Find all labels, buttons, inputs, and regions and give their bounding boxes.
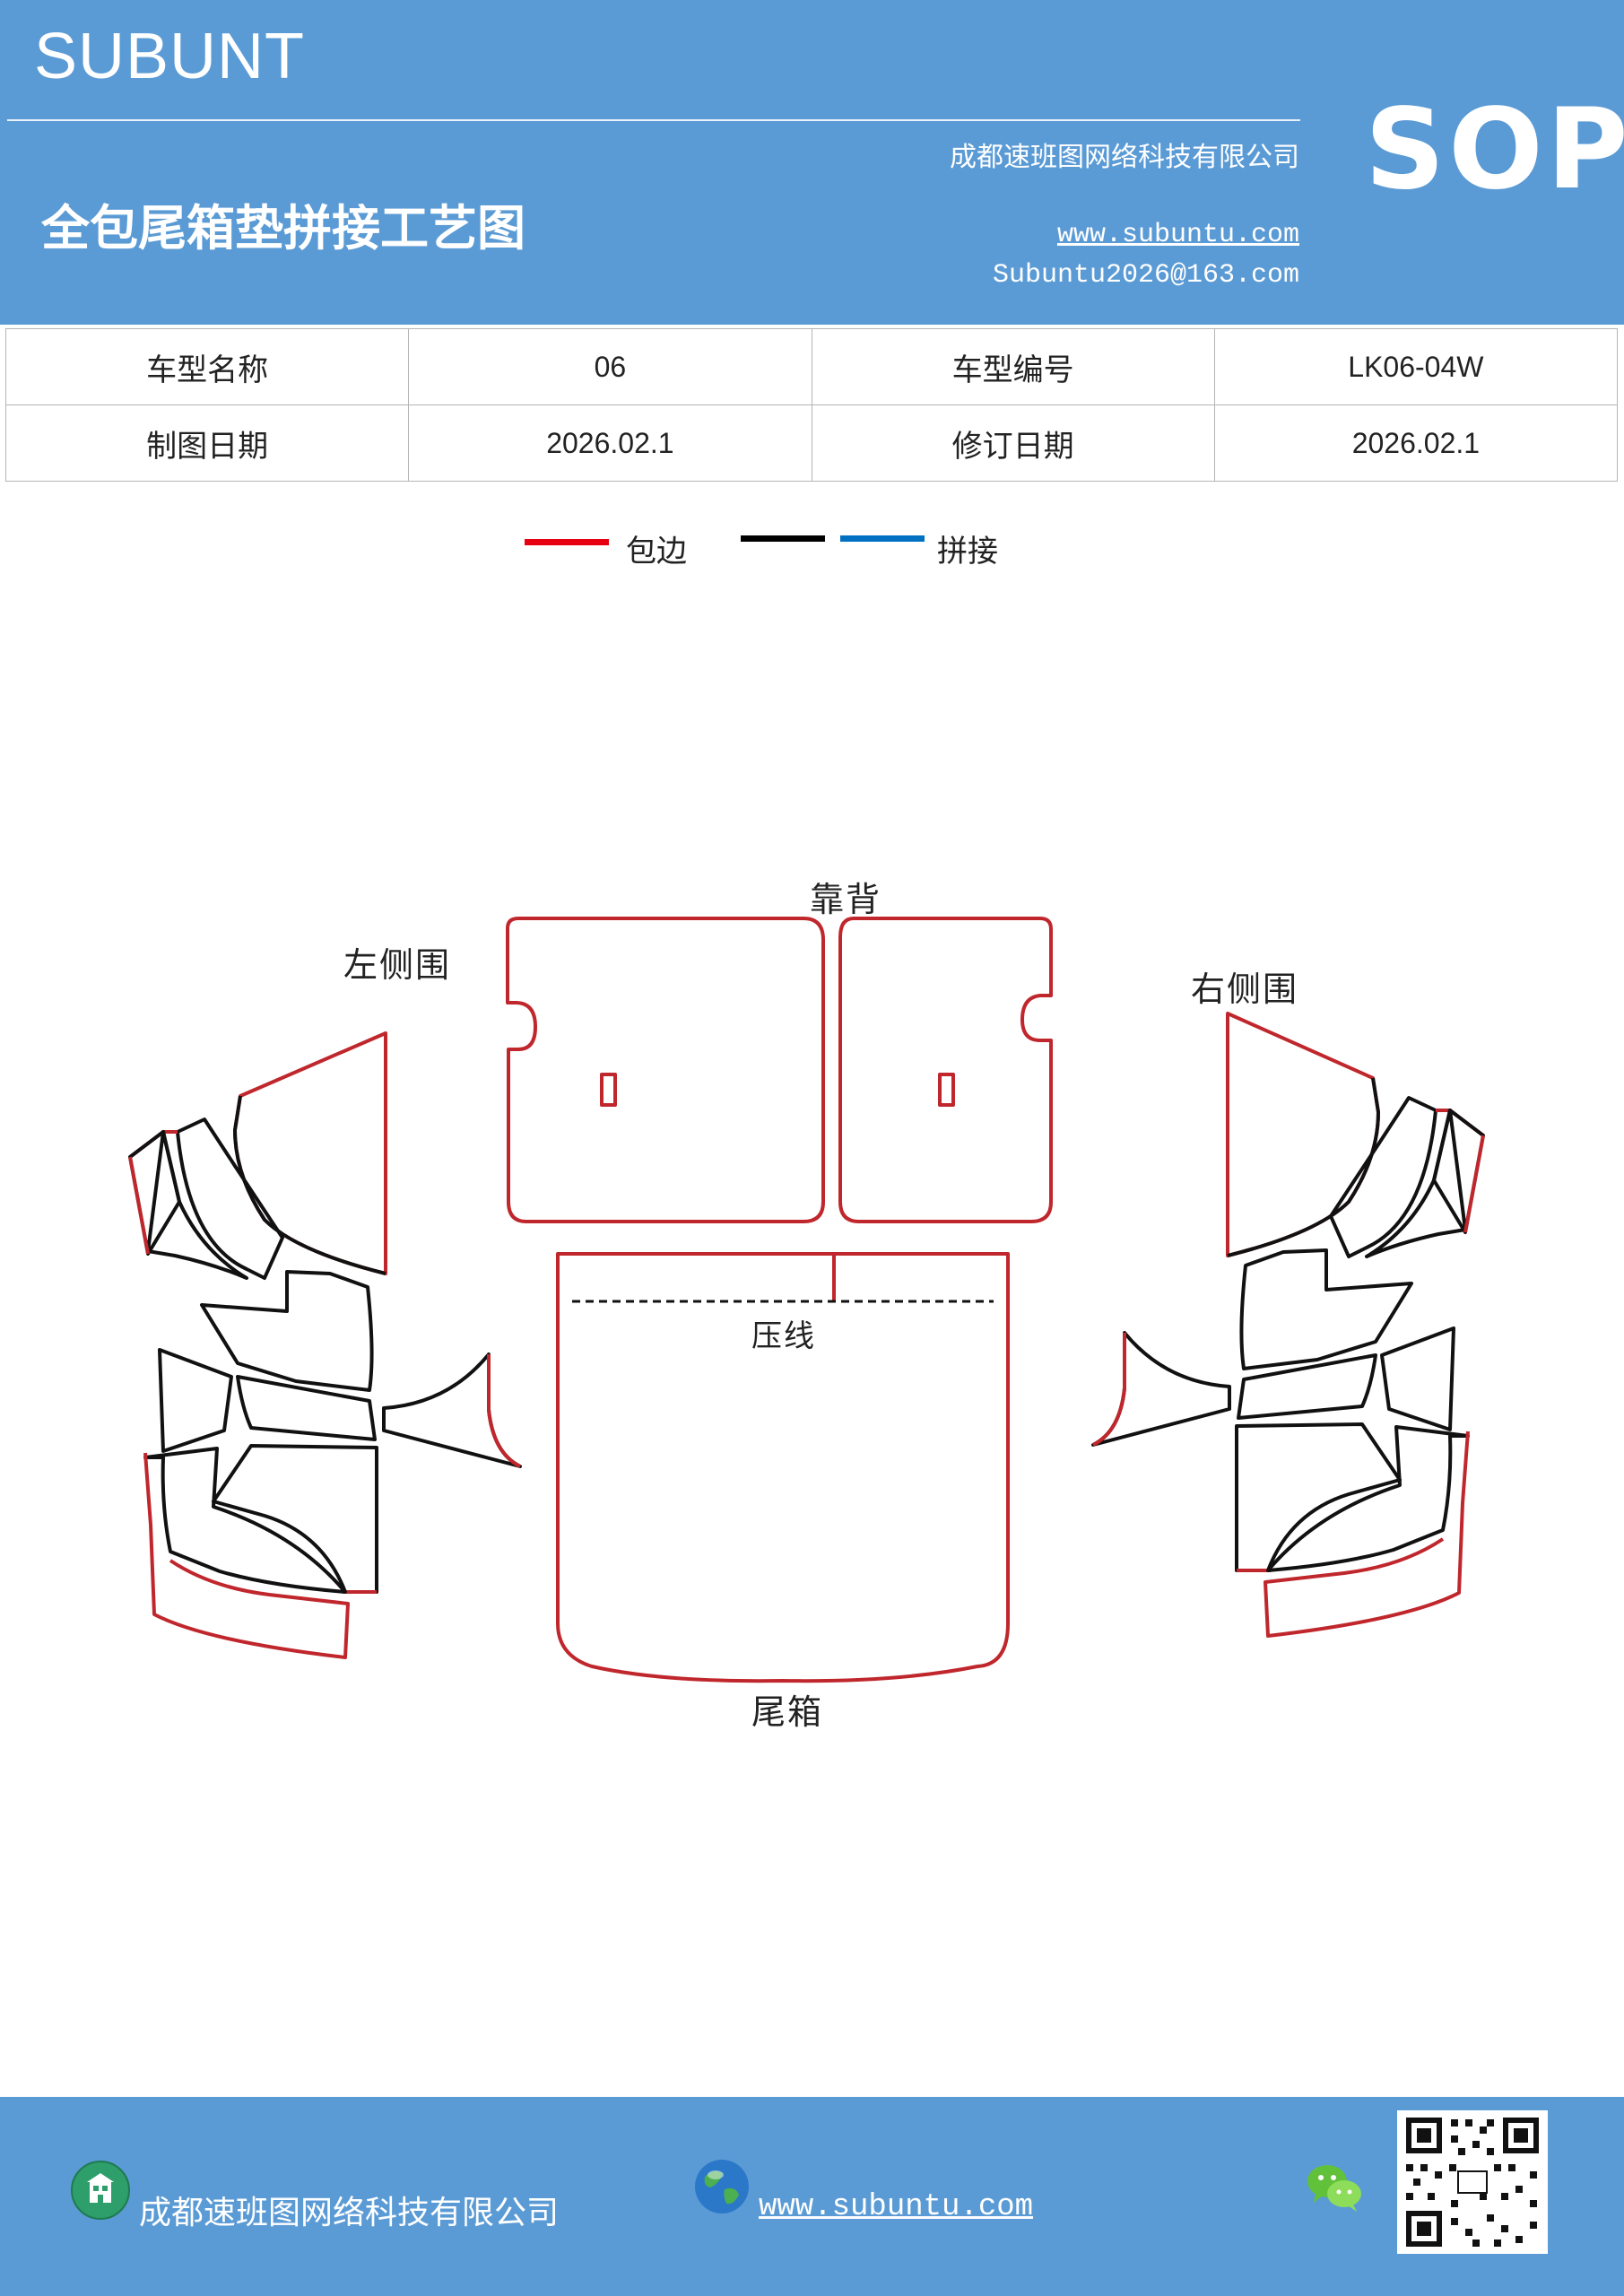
left-piece	[158, 1348, 233, 1453]
right-piece	[1329, 1096, 1437, 1258]
qr-code	[1397, 2110, 1548, 2254]
revision-date-label: 修订日期	[811, 404, 1215, 482]
right-piece	[1365, 1109, 1467, 1258]
table-row: 制图日期 2026.02.1 修订日期 2026.02.1	[4, 404, 1619, 482]
header-email[interactable]: Subuntu2026@163.com	[992, 260, 1299, 291]
backrest-left-slot	[600, 1073, 617, 1107]
backrest-right-panel	[838, 917, 1053, 1223]
model-name-label: 车型名称	[4, 328, 410, 405]
left-piece	[233, 1031, 387, 1275]
label-crease: 压线	[751, 1318, 816, 1354]
header-company: 成都速班图网络科技有限公司	[950, 142, 1299, 173]
building-icon	[71, 2161, 130, 2220]
footer-company: 成都速班图网络科技有限公司	[139, 2195, 560, 2231]
model-code-label: 车型编号	[811, 328, 1215, 405]
right-piece	[1226, 1012, 1380, 1257]
left-piece	[146, 1130, 248, 1280]
label-backrest: 靠背	[810, 880, 882, 919]
left-piece	[200, 1270, 374, 1392]
left-piece	[233, 1095, 386, 1275]
right-piece	[1463, 1135, 1485, 1233]
wechat-icon[interactable]	[1305, 2161, 1364, 2213]
trunk-floor-panel	[556, 1252, 1010, 1683]
label-left-side: 左侧围	[343, 945, 452, 985]
label-trunk: 尾箱	[751, 1692, 824, 1732]
left-piece	[143, 1452, 350, 1659]
left-side-pieces	[128, 1031, 522, 1659]
legend-label-edge: 包边	[626, 534, 687, 570]
right-piece	[1227, 1077, 1380, 1257]
model-code-value: LK06-04W	[1213, 328, 1619, 405]
header-banner: SUBUNT 全包尾箱垫拼接工艺图 成都速班图网络科技有限公司 www.subu…	[0, 0, 1624, 325]
legend-swatch-seam	[840, 535, 925, 542]
brand-name: SUBUNT	[34, 21, 306, 92]
document-title: 全包尾箱垫拼接工艺图	[41, 199, 525, 257]
header-divider	[7, 119, 1300, 121]
legend-swatch-edge	[525, 539, 609, 545]
table-row: 车型名称 06 车型编号 LK06-04W	[4, 328, 1619, 405]
right-piece	[1264, 1431, 1470, 1638]
footer-website-link[interactable]: www.subuntu.com	[759, 2190, 1034, 2224]
right-piece	[1092, 1333, 1126, 1447]
legend: 包边 拼接	[0, 516, 1624, 578]
left-piece	[212, 1444, 378, 1594]
left-piece	[128, 1156, 150, 1255]
header-website-link[interactable]: www.subuntu.com	[1056, 220, 1299, 250]
right-piece	[1239, 1248, 1413, 1370]
right-piece	[1237, 1353, 1377, 1420]
vehicle-info-table: 车型名称 06 车型编号 LK06-04W 制图日期 2026.02.1 修订日…	[4, 328, 1619, 482]
label-right-side: 右侧围	[1191, 970, 1299, 1009]
backrest-right-slot	[938, 1073, 955, 1107]
right-piece	[1266, 1425, 1470, 1572]
right-side-pieces	[1091, 1012, 1485, 1638]
model-name-value: 06	[408, 328, 812, 405]
left-piece	[143, 1447, 347, 1594]
legend-swatch-black	[741, 535, 825, 542]
draw-date-label: 制图日期	[4, 404, 410, 482]
left-piece	[236, 1375, 377, 1441]
globe-icon	[695, 2160, 749, 2213]
left-piece	[487, 1354, 521, 1468]
right-piece	[1380, 1326, 1455, 1431]
backrest-left-panel	[506, 917, 825, 1223]
revision-date-value: 2026.02.1	[1213, 404, 1619, 482]
qr-code-pattern	[1406, 2118, 1539, 2247]
left-piece	[176, 1118, 284, 1280]
sop-badge: SOP	[1365, 85, 1624, 214]
right-piece	[1235, 1422, 1402, 1572]
draw-date-value: 2026.02.1	[408, 404, 812, 482]
legend-label-seam: 拼接	[937, 534, 998, 570]
